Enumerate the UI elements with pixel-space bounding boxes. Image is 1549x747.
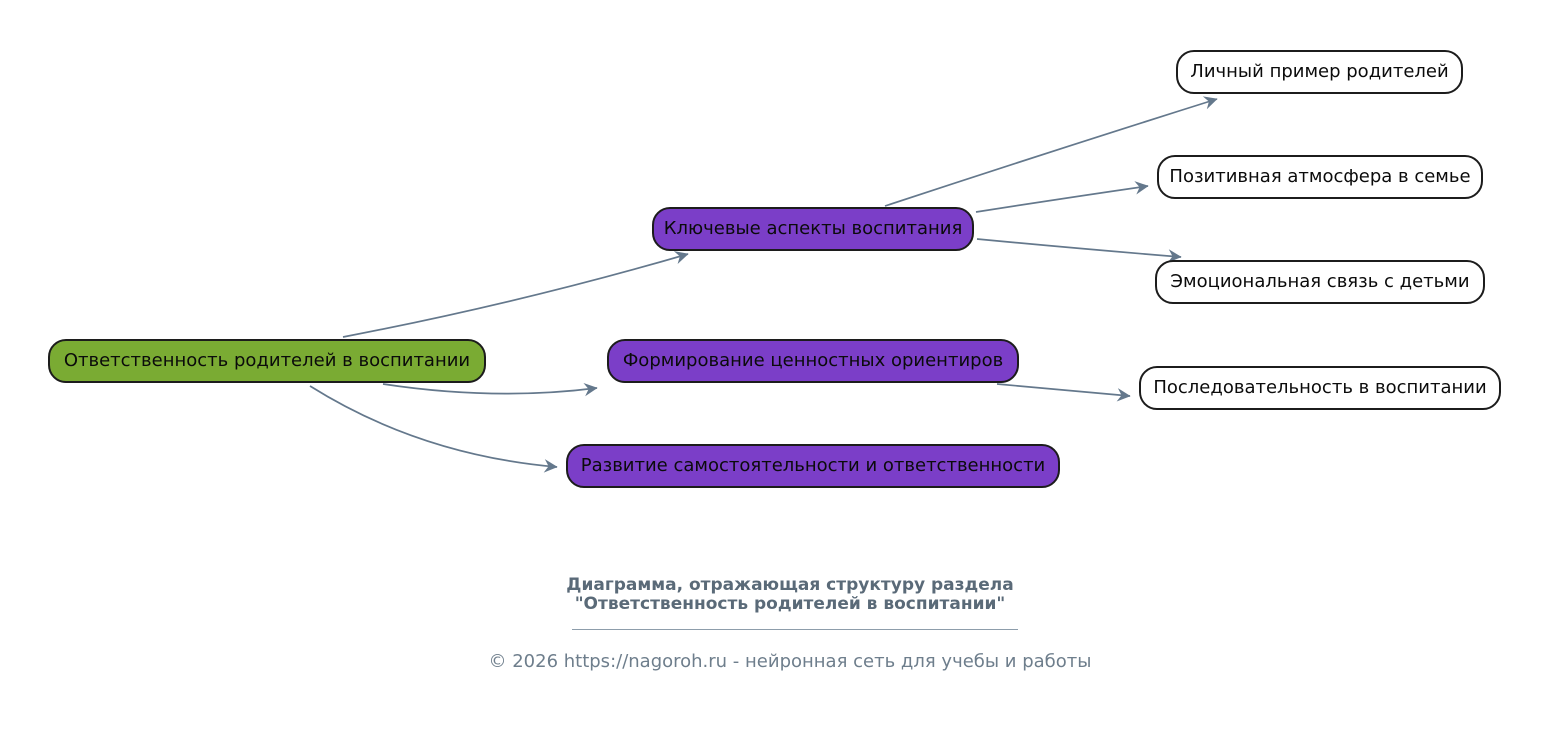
branch-node-key-aspects: Ключевые аспекты воспитания — [652, 207, 974, 251]
leaf-node-label: Личный пример родителей — [1190, 61, 1449, 82]
leaf-node-label: Последовательность в воспитании — [1153, 377, 1487, 398]
branch-node-independence: Развитие самостоятельности и ответственн… — [566, 444, 1060, 488]
root-node-label: Ответственность родителей в воспитании — [63, 350, 471, 371]
edge-branch1-to-leaf3 — [976, 238, 1182, 263]
leaf-node-label: Позитивная атмосфера в семье — [1169, 166, 1471, 187]
edge-branch1-to-leaf1 — [884, 96, 1218, 207]
leaf-node-personal-example: Личный пример родителей — [1176, 50, 1463, 94]
leaf-node-emotional-bond: Эмоциональная связь с детьми — [1155, 260, 1485, 304]
branch-node-label: Формирование ценностных ориентиров — [622, 350, 1004, 371]
copyright-text: © 2026 https://nagoroh.ru - нейронная се… — [488, 651, 1092, 672]
edge-branch2-to-leaf4 — [996, 383, 1131, 402]
edge-root-to-branch2 — [382, 382, 598, 397]
root-node: Ответственность родителей в воспитании — [48, 339, 486, 383]
caption-line-2: "Ответственность родителей в воспитании" — [574, 594, 1006, 614]
leaf-node-label: Эмоциональная связь с детьми — [1170, 271, 1470, 292]
edge-root-to-branch1 — [342, 251, 689, 338]
diagram-caption: Диаграмма, отражающая структуру раздела … — [395, 576, 1185, 614]
leaf-node-consistency: Последовательность в воспитании — [1139, 366, 1501, 410]
edge-root-to-branch3 — [309, 385, 558, 473]
caption-line-1: Диаграмма, отражающая структуру раздела — [566, 575, 1014, 595]
branch-node-label: Ключевые аспекты воспитания — [663, 218, 963, 239]
branch-node-label: Развитие самостоятельности и ответственн… — [580, 455, 1046, 476]
branch-node-value-orientations: Формирование ценностных ориентиров — [607, 339, 1019, 383]
edge-branch1-to-leaf2 — [975, 181, 1149, 213]
caption-divider — [572, 629, 1018, 630]
leaf-node-positive-atmosphere: Позитивная атмосфера в семье — [1157, 155, 1483, 199]
